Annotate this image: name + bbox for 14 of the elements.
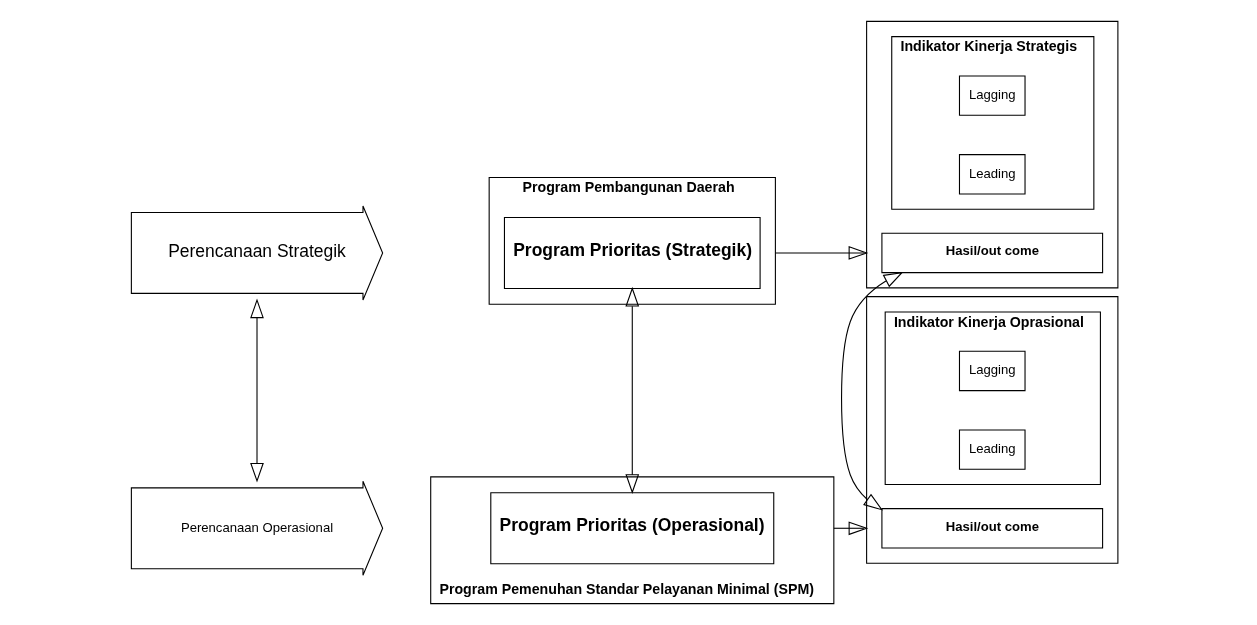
node-box: Hasil/out come <box>880 508 1103 549</box>
node-box: Hasil/out come <box>880 232 1103 274</box>
node-box: Leading <box>958 154 1026 195</box>
node-box: Program Prioritas (Strategik) <box>503 216 761 289</box>
node-box: Lagging <box>958 75 1026 116</box>
arrow <box>774 246 868 260</box>
node-box: Program Prioritas (Operasional) <box>489 492 774 565</box>
node-box: Leading <box>958 429 1026 470</box>
arrow <box>840 271 903 511</box>
arrow <box>832 521 868 536</box>
cluster <box>865 296 1118 564</box>
arrow <box>249 298 264 483</box>
node-box: Lagging <box>958 350 1026 392</box>
arrow <box>624 286 639 494</box>
